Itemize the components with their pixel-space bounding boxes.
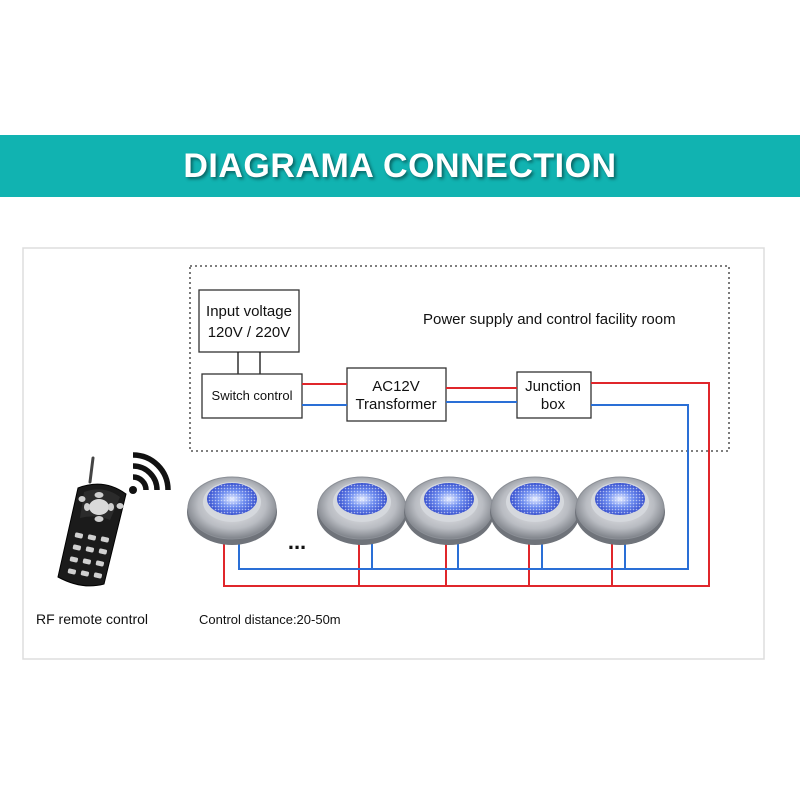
junction-box	[516, 371, 592, 419]
facility-room-label: Power supply and control facility room	[423, 311, 676, 328]
facility-room-border	[189, 265, 730, 452]
pool-light	[404, 476, 494, 545]
transformer-box	[346, 367, 447, 422]
transformer-label-bottom: Transformer	[355, 396, 436, 413]
more-lights-ellipsis: ...	[288, 529, 306, 554]
pool-light	[575, 476, 665, 545]
outer-frame	[22, 247, 765, 660]
pool-light	[490, 476, 580, 545]
input-voltage-label: Input voltage	[206, 303, 292, 320]
junction-box-label-bottom: box	[541, 396, 566, 413]
transformer-label-top: AC12V	[372, 378, 420, 395]
diagram-title: DIAGRAMA CONNECTION	[183, 146, 617, 185]
pool-light	[317, 476, 407, 545]
pool-light	[187, 476, 277, 545]
input-voltage-box	[198, 289, 300, 353]
remote-caption: RF remote control	[36, 611, 148, 627]
title-banner: DIAGRAMA CONNECTION	[0, 135, 800, 197]
wireless-signal-icon	[129, 452, 171, 494]
junction-box-label-top: Junction	[525, 378, 581, 395]
live-wiring	[223, 382, 710, 587]
rf-remote-icon	[57, 456, 127, 587]
switch-control-box	[201, 373, 303, 419]
distance-caption: Control distance:20-50m	[199, 612, 341, 627]
input-voltage-value: 120V / 220V	[208, 324, 291, 341]
switch-control-label: Switch control	[212, 388, 293, 403]
